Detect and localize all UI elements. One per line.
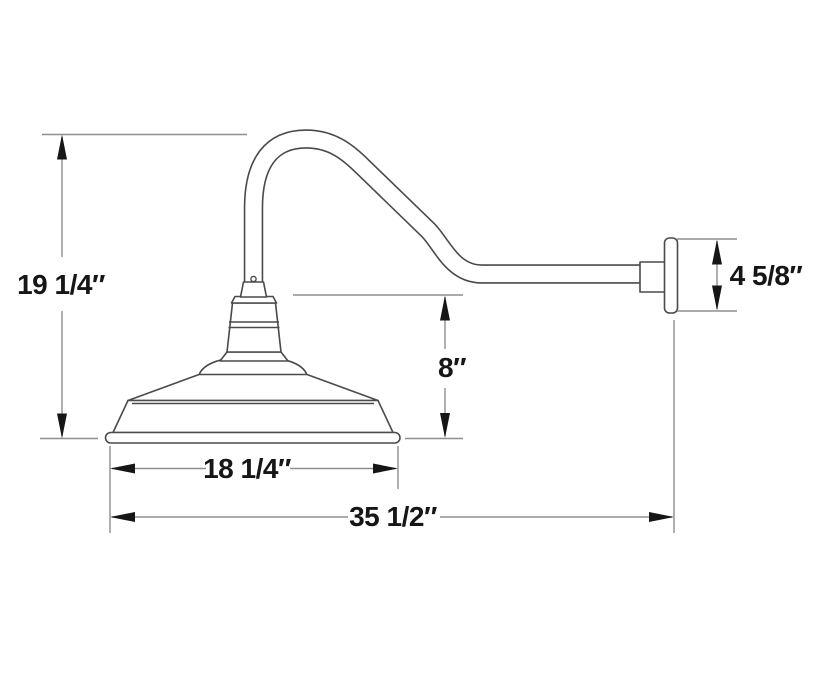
dimension-label-overall-projection: 35 1/2″ (349, 501, 437, 532)
gooseneck-arm-core (245, 130, 646, 298)
arrow-down-icon (57, 413, 67, 439)
shade-upper-cone (127, 373, 379, 402)
set-screw (250, 275, 257, 283)
arm-connector (639, 261, 667, 293)
socket-assembly (219, 275, 289, 362)
shade-rim (104, 431, 401, 444)
shade-lower-band (112, 399, 394, 434)
arrow-up-icon (712, 239, 722, 265)
dimension-label-overall-height: 19 1/4″ (17, 269, 105, 300)
dimension-label-wall-plate-height: 4 5/8″ (730, 260, 803, 291)
dimension-shade-width: 18 1/4″ (109, 446, 399, 533)
arrow-left-icon (110, 512, 135, 522)
dimension-overall-height: 19 1/4″ (17, 133, 247, 440)
dimension-label-shade-bottom-to-arm: 8″ (438, 352, 466, 383)
arrow-down-icon (440, 413, 450, 438)
dimension-shade-bottom-to-arm: 8″ (293, 294, 467, 440)
dimension-overall-projection: 35 1/2″ (110, 320, 675, 533)
wall-plate (663, 237, 679, 314)
dimension-wall-plate-height: 4 5/8″ (677, 238, 803, 312)
arrow-up-icon (57, 134, 67, 160)
arrow-up-icon (440, 295, 450, 321)
neck-ferrule (239, 281, 268, 298)
dimension-label-shade-width: 18 1/4″ (203, 453, 291, 484)
arrow-right-icon (649, 512, 674, 522)
gooseneck-arm (243, 129, 646, 298)
socket-skirt (219, 351, 289, 362)
arrow-down-icon (712, 285, 722, 311)
arrow-right-icon (373, 463, 398, 474)
arrow-left-icon (110, 463, 135, 474)
